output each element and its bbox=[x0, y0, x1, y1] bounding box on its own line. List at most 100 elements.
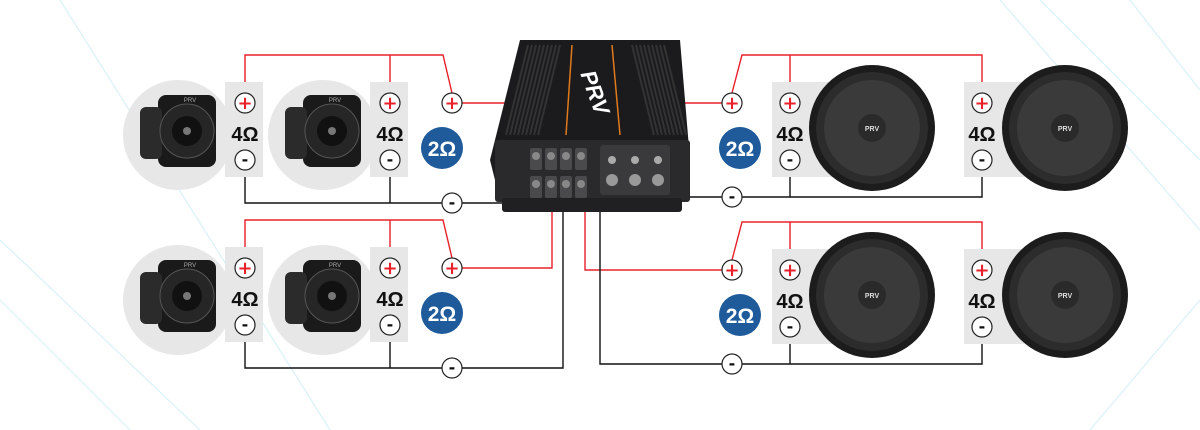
speaker-positive-terminal: + bbox=[779, 92, 801, 114]
power-screw bbox=[629, 174, 641, 186]
group-negative-node: - bbox=[441, 192, 463, 214]
total-impedance-label: 2Ω bbox=[726, 138, 755, 161]
speaker-impedance-label: 4Ω bbox=[776, 291, 803, 313]
tweeter-body bbox=[140, 107, 162, 159]
plus-icon: + bbox=[237, 258, 252, 279]
minus-icon: - bbox=[387, 315, 394, 334]
heatsink-fin bbox=[631, 44, 655, 136]
total-impedance-label: 2Ω bbox=[428, 138, 457, 161]
plus-icon: + bbox=[382, 93, 397, 114]
speaker-negative-terminal-ring bbox=[971, 149, 993, 171]
terminal-screw bbox=[547, 152, 555, 160]
speaker-positive-terminal: + bbox=[234, 257, 256, 279]
heatsink-fin bbox=[659, 44, 683, 136]
speaker-positive-terminal-ring bbox=[971, 92, 993, 114]
speaker-dust-cap bbox=[1051, 114, 1079, 142]
positive-bus-wire bbox=[731, 54, 983, 94]
speaker-impedance-label: 4Ω bbox=[376, 124, 403, 146]
minus-icon: - bbox=[449, 193, 456, 212]
speaker-logo: PRV bbox=[184, 98, 196, 104]
plus-icon: + bbox=[974, 260, 989, 281]
speaker-dust-cap bbox=[1051, 281, 1079, 309]
heatsink-fin bbox=[655, 44, 679, 136]
minus-icon: - bbox=[387, 150, 394, 169]
plus-icon: + bbox=[724, 93, 739, 114]
group-positive-node-ring bbox=[721, 92, 743, 114]
speaker-positive-terminal-ring bbox=[779, 259, 801, 281]
tweeter-phase-plug bbox=[328, 292, 336, 300]
group-negative-node-ring bbox=[441, 357, 463, 379]
amp-power-terminal bbox=[600, 145, 670, 195]
amplifier-mount bbox=[502, 198, 682, 212]
minus-icon: - bbox=[449, 358, 456, 377]
heatsink-fin bbox=[525, 44, 549, 136]
speaker-negative-terminal: - bbox=[779, 149, 801, 171]
plus-icon: + bbox=[724, 260, 739, 281]
amplifier: PRV bbox=[490, 40, 690, 212]
speaker-negative-terminal: - bbox=[234, 314, 256, 336]
speaker-impedance-label: 4Ω bbox=[776, 124, 803, 146]
speaker-logo: PRV bbox=[329, 263, 341, 269]
terminal-screw bbox=[562, 152, 570, 160]
tweeter-phase-plug bbox=[328, 127, 336, 135]
total-impedance-badge: 2Ω bbox=[421, 127, 463, 169]
speaker-negative-terminal: - bbox=[379, 314, 401, 336]
minus-icon: - bbox=[242, 150, 249, 169]
terminal-screw bbox=[577, 180, 585, 188]
group-negative-node: - bbox=[721, 353, 743, 375]
plus-icon: + bbox=[444, 258, 459, 279]
group-positive-node: + bbox=[441, 257, 463, 279]
speaker-dust-cap bbox=[858, 114, 886, 142]
speaker-negative-terminal-ring bbox=[379, 314, 401, 336]
tweeter-speaker: PRV bbox=[268, 245, 378, 355]
group-positive-node: + bbox=[721, 92, 743, 114]
heatsink-fin bbox=[651, 44, 675, 136]
minus-icon: - bbox=[729, 354, 736, 373]
minus-icon: - bbox=[729, 187, 736, 206]
speaker-positive-terminal: + bbox=[379, 257, 401, 279]
heatsink-fin bbox=[537, 44, 561, 136]
plus-icon: + bbox=[382, 258, 397, 279]
speaker-logo: PRV bbox=[865, 293, 880, 300]
background-line bbox=[1039, 0, 1200, 161]
power-screw bbox=[606, 174, 618, 186]
badge-circle bbox=[719, 127, 761, 169]
accent-stripe bbox=[565, 44, 573, 136]
terminal-screw bbox=[562, 180, 570, 188]
negative-bus-wire bbox=[244, 170, 442, 204]
speaker-impedance-label: 4Ω bbox=[376, 289, 403, 311]
speaker-positive-terminal: + bbox=[971, 92, 993, 114]
speaker-negative-terminal-ring bbox=[779, 316, 801, 338]
heatsink-fin bbox=[647, 44, 671, 136]
speaker-negative-terminal-ring bbox=[779, 149, 801, 171]
group-positive-node: + bbox=[441, 92, 463, 114]
speaker-positive-terminal: + bbox=[234, 92, 256, 114]
components: PRVPRV+-4ΩPRV+-4Ω+-2ΩPRV+-4ΩPRV+-4Ω+-2ΩP… bbox=[123, 40, 1128, 379]
minus-icon: - bbox=[787, 317, 794, 336]
speaker-impedance-label: 4Ω bbox=[231, 289, 258, 311]
heatsink-fin bbox=[663, 44, 687, 136]
group-positive-node: + bbox=[721, 259, 743, 281]
amp-positive-wire bbox=[462, 185, 553, 269]
positive-bus-wire bbox=[731, 221, 983, 261]
power-screw bbox=[654, 156, 662, 164]
background-line bbox=[59, 0, 331, 430]
background-line bbox=[0, 239, 201, 430]
speaker-negative-terminal: - bbox=[971, 149, 993, 171]
plus-icon: + bbox=[444, 93, 459, 114]
accent-stripe bbox=[611, 44, 621, 136]
speaker-positive-terminal-ring bbox=[234, 257, 256, 279]
positive-bus-wire bbox=[244, 54, 453, 94]
badge-circle bbox=[421, 292, 463, 334]
group-positive-node-ring bbox=[441, 257, 463, 279]
midrange-speaker: PRV bbox=[809, 65, 935, 191]
tweeter-speaker: PRV bbox=[123, 245, 233, 355]
speaker-positive-terminal-ring bbox=[779, 92, 801, 114]
speaker-positive-terminal: + bbox=[971, 259, 993, 281]
power-screw bbox=[631, 156, 639, 164]
speaker-positive-terminal: + bbox=[779, 259, 801, 281]
amp-negative-wire bbox=[599, 145, 722, 365]
speaker-negative-terminal-ring bbox=[971, 316, 993, 338]
